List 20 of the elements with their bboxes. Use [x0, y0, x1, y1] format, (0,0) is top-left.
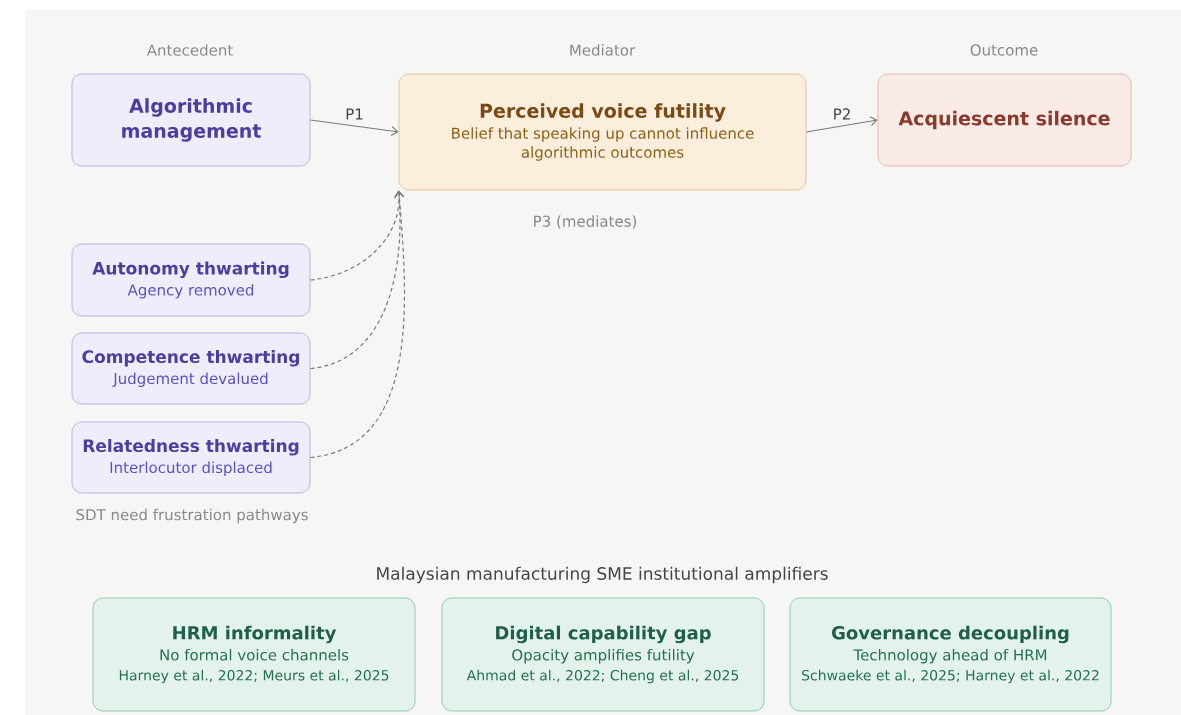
edge-label: P2 — [834, 108, 850, 120]
concept-box: Governance decoupling Technology ahead of HRM Schwaeke et al., 2025; Harney et al., 2022 — [789, 597, 1112, 712]
concept-box: Algorithmic management — [71, 73, 311, 167]
concept-box: Relatedness thwarting Interlocutor displaced — [71, 421, 311, 494]
edge-label: P1 — [346, 108, 363, 120]
column-label: Outcome — [970, 44, 1038, 56]
arrow — [309, 119, 399, 137]
concept-box: Acquiescent silence — [877, 73, 1132, 167]
column-label: SDT need frustration pathways — [76, 508, 308, 524]
arrow — [309, 190, 405, 459]
column-label: Antecedent — [146, 44, 233, 56]
concept-box: HRM informality No formal voice channels Harney et al., 2022; Meurs et al., 2025 — [92, 597, 416, 712]
concept-box: Autonomy thwarting Agency removed — [71, 243, 311, 317]
column-label: Mediator — [570, 44, 636, 56]
arrow — [805, 116, 878, 133]
column-label: Malaysian manufacturing SME institutional amplifiers — [377, 566, 828, 584]
concept-box: Perceived voice futility Belief that speaking up cannot influence algorithmic outcomes — [398, 73, 807, 191]
concept-box: Competence thwarting Judgement devalued — [71, 332, 311, 405]
concept-box: Digital capability gap Opacity amplifies futility Ahmad et al., 2022; Cheng et al., 2025 — [441, 597, 765, 712]
column-label: P3 (mediates) — [534, 215, 637, 229]
